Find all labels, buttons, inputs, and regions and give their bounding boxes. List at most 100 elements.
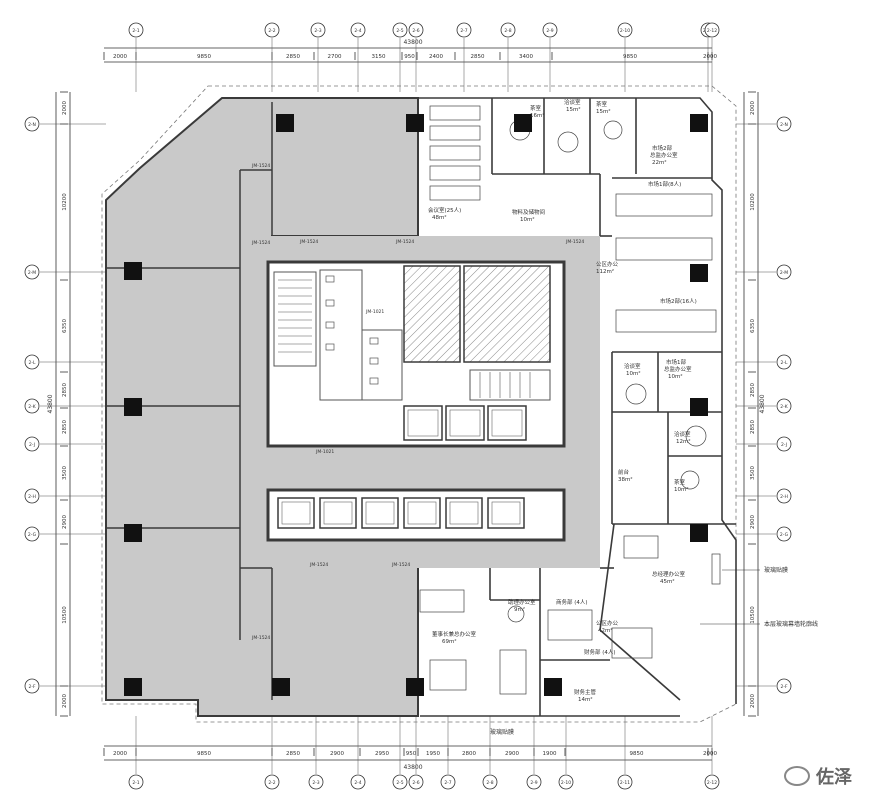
dimension-value: 10200 xyxy=(62,193,68,211)
dimension-left-total: 43800 xyxy=(47,394,54,413)
grid-bubble: 2-4 xyxy=(350,22,366,38)
toilet-fixtures xyxy=(325,275,379,385)
room-storage-area: 10m² xyxy=(520,216,535,223)
dimension-value: 2900 xyxy=(505,751,519,757)
grid-bubble: 2-8 xyxy=(500,22,516,38)
room-public-office-2-area: 42m² xyxy=(598,627,613,634)
dimension-value: 2850 xyxy=(62,383,68,397)
dimension-value: 9850 xyxy=(623,54,637,60)
grid-bubble: 2-K xyxy=(24,398,40,414)
door-tags: JM-1524 JM-1524 JM-1524 JM-1524 JM-1524 … xyxy=(251,163,584,641)
door-tag: JM-1524 xyxy=(299,239,318,245)
dimension-value: 2700 xyxy=(328,54,342,60)
svg-text:2-7: 2-7 xyxy=(444,780,451,786)
svg-text:2-9: 2-9 xyxy=(546,28,553,34)
grid-bubble: 2-2 xyxy=(264,22,280,38)
svg-text:2-1: 2-1 xyxy=(132,28,139,34)
room-market2-office-sub: 总监办公室 xyxy=(650,151,678,159)
grid-axis-top: 2-12-22-32-42-52-62-72-82-92-102-112-12 xyxy=(128,22,720,92)
dimension-value: 2400 xyxy=(429,54,443,60)
svg-text:2-G: 2-G xyxy=(28,532,37,538)
grid-bubble: 2-1 xyxy=(128,22,144,38)
grid-bubble: 2-1 xyxy=(128,774,144,790)
dimension-value: 2900 xyxy=(330,751,344,757)
svg-text:2-J: 2-J xyxy=(29,442,35,448)
grid-bubble: 2-N xyxy=(24,116,40,132)
door-tag: JM-1021 xyxy=(315,449,334,455)
svg-text:2-6: 2-6 xyxy=(412,28,419,34)
svg-text:2-9: 2-9 xyxy=(530,780,537,786)
room-market2-office-area: 22m² xyxy=(652,159,667,166)
dimension-top-total: 43800 xyxy=(403,39,422,46)
grid-axis-right: 2-N2-M2-L2-K2-J2-H2-G2-F xyxy=(736,116,792,694)
grid-bubble: 2-12 xyxy=(704,22,720,38)
dimension-value: 2850 xyxy=(286,54,300,60)
grid-bubble: 2-M xyxy=(776,264,792,280)
grid-bubble: 2-4 xyxy=(350,774,366,790)
svg-text:2-3: 2-3 xyxy=(314,28,321,34)
room-nego-3-area: 12m² xyxy=(676,438,691,445)
dimension-right-total: 43800 xyxy=(759,394,766,413)
annotation-curtain-wall: 本层玻璃幕墙轮廓线 xyxy=(764,620,818,628)
grid-bubble: 2-J xyxy=(776,436,792,452)
watermark: 佐泽 xyxy=(784,763,852,789)
dimension-value: 2000 xyxy=(62,101,68,115)
dimension-value: 9850 xyxy=(197,751,211,757)
dimension-value: 2000 xyxy=(62,694,68,708)
svg-text:2-F: 2-F xyxy=(780,684,787,690)
grid-axis-left: 2-N2-M2-L2-K2-J2-H2-G2-F xyxy=(24,116,106,694)
svg-text:2-8: 2-8 xyxy=(486,780,493,786)
svg-text:2-12: 2-12 xyxy=(707,28,717,34)
stair-left xyxy=(273,271,317,367)
door-tag: JM-1021 xyxy=(365,309,384,315)
room-finance-head-area: 14m² xyxy=(578,696,593,703)
room-reception-area: 38m² xyxy=(618,476,633,483)
room-tea-2-area: 15m² xyxy=(596,108,611,115)
grid-bubble: 2-3 xyxy=(310,22,326,38)
svg-text:2-J: 2-J xyxy=(781,442,787,448)
toilet-left xyxy=(319,269,363,401)
svg-text:2-H: 2-H xyxy=(28,494,36,500)
grid-bubble: 2-11 xyxy=(617,774,633,790)
grid-bubble: 2-L xyxy=(24,354,40,370)
grid-bubble: 2-G xyxy=(776,526,792,542)
grid-bubble: 2-12 xyxy=(704,774,720,790)
room-nego-1-label: 洽谈室 xyxy=(564,98,581,106)
svg-text:2-7: 2-7 xyxy=(460,28,467,34)
room-market1-office-area: 10m² xyxy=(668,373,683,380)
dimension-value: 2000 xyxy=(750,101,756,115)
room-gm-office-label: 总经理办公室 xyxy=(652,570,686,578)
dimension-value: 9850 xyxy=(630,751,644,757)
room-reception-label: 前台 xyxy=(618,468,630,476)
grid-bubble: 2-J xyxy=(24,436,40,452)
room-chairman-office-label: 董事长兼总办公室 xyxy=(432,630,477,638)
room-gm-office-area: 45m² xyxy=(660,578,675,585)
dimension-value: 3400 xyxy=(519,54,533,60)
dimension-value: 2000 xyxy=(113,54,127,60)
annotation-glass-film-right: 玻璃贴膜 xyxy=(764,566,788,574)
shaft-hatch-2 xyxy=(463,265,551,363)
dimension-value: 950 xyxy=(406,751,417,757)
svg-text:2-3: 2-3 xyxy=(312,780,319,786)
elevator-car xyxy=(445,497,483,529)
svg-text:2-M: 2-M xyxy=(28,270,36,276)
room-finance-dept-label: 财务部 (4人) xyxy=(584,648,616,656)
shaft-hatch-1 xyxy=(403,265,461,363)
grid-bubble: 2-9 xyxy=(526,774,542,790)
dimension-value: 10500 xyxy=(750,606,756,624)
grid-bubble: 2-6 xyxy=(408,774,424,790)
annotations: 玻璃贴膜 本层玻璃幕墙轮廓线 玻璃贴膜 xyxy=(490,566,818,736)
door-tag: JM-1524 xyxy=(251,635,270,641)
grid-bubble: 2-7 xyxy=(456,22,472,38)
dimension-value: 1950 xyxy=(426,751,440,757)
room-assistant-office-label: 助理办公室 xyxy=(508,598,536,606)
annotation-glass-film-bottom: 玻璃贴膜 xyxy=(490,728,514,736)
dimension-value: 3500 xyxy=(750,466,756,480)
grid-bubble: 2-10 xyxy=(617,22,633,38)
door-tag: JM-1524 xyxy=(251,240,270,246)
dimension-value: 9850 xyxy=(197,54,211,60)
chat-bubble-icon xyxy=(784,766,810,786)
